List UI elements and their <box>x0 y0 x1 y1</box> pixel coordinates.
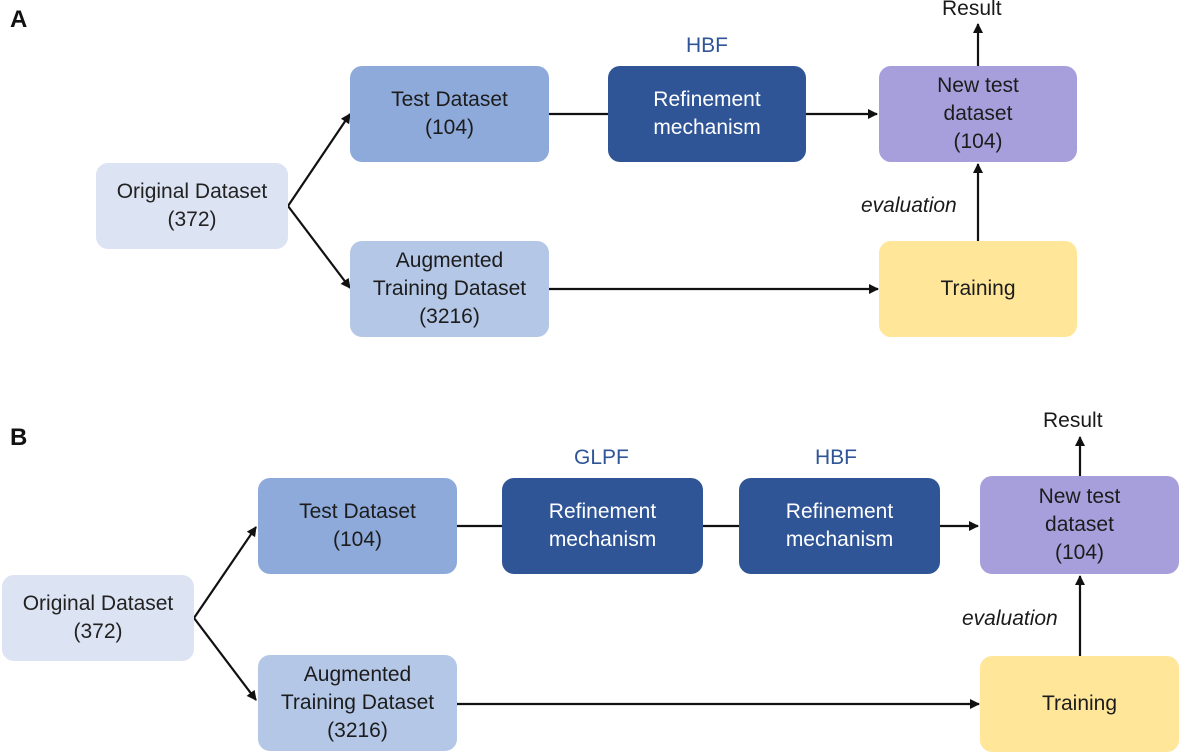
b-refinement2-node: Refinement mechanism <box>739 478 940 574</box>
b-evaluation-label: evaluation <box>962 607 1058 630</box>
a-training-label: Training <box>940 277 1016 300</box>
b-new-test-count: (104) <box>1054 541 1105 564</box>
a-result-label: Result <box>942 0 1002 20</box>
b-original-title: Original Dataset <box>22 592 174 615</box>
a-new-test-count: (104) <box>953 130 1003 153</box>
panel-b-label: B <box>10 424 28 451</box>
a-refinement-node: Refinement mechanism <box>608 66 806 162</box>
b-refinement1-line1: Refinement <box>548 500 657 523</box>
a-augmented-line1: Augmented <box>395 249 504 272</box>
a-new-test-line2: dataset <box>943 102 1013 125</box>
b-test-count: (104) <box>332 528 383 551</box>
a-original-title: Original Dataset <box>116 180 268 203</box>
b-training-label: Training <box>1041 692 1118 715</box>
b-new-test-line2: dataset <box>1045 513 1114 536</box>
a-test-title: Test Dataset <box>391 88 508 111</box>
a-refinement-method-label: HBF <box>686 34 728 57</box>
a-test-dataset-node: Test Dataset (104) <box>350 66 549 162</box>
b-test-title: Test Dataset <box>299 500 416 523</box>
b-result-label: Result <box>1043 409 1103 432</box>
a-original-dataset-node: Original Dataset (372) <box>96 163 288 249</box>
panel-a-label: A <box>10 6 28 33</box>
a-new-test-dataset-node: New test dataset (104) <box>879 66 1077 162</box>
a-training-node: Training <box>879 241 1077 337</box>
b-refinement2-method-label: HBF <box>815 446 857 469</box>
b-training-node: Training <box>980 656 1179 752</box>
a-augmented-count: (3216) <box>419 305 480 328</box>
b-test-dataset-node: Test Dataset (104) <box>258 478 457 574</box>
b-refinement1-method-label: GLPF <box>574 446 629 469</box>
b-augmented-count: (3216) <box>327 719 388 742</box>
arrow-b-orig-to-aug <box>193 617 257 701</box>
b-new-test-dataset-node: New test dataset (104) <box>980 476 1179 574</box>
b-original-dataset-node: Original Dataset (372) <box>2 575 194 661</box>
b-augmented-line2: Training Dataset <box>280 691 435 714</box>
a-evaluation-label: evaluation <box>861 194 957 217</box>
b-augmented-line1: Augmented <box>303 663 412 686</box>
arrow-b-orig-to-test <box>193 526 257 619</box>
a-augmented-dataset-node: Augmented Training Dataset (3216) <box>350 241 549 337</box>
b-refinement1-node: Refinement mechanism <box>502 478 703 574</box>
a-test-count: (104) <box>424 116 475 139</box>
a-augmented-line2: Training Dataset <box>372 277 527 300</box>
b-refinement2-line2: mechanism <box>785 528 894 551</box>
a-original-count: (372) <box>167 208 217 231</box>
a-refinement-line2: mechanism <box>653 116 761 139</box>
arrow-a-orig-to-aug <box>287 205 351 289</box>
b-augmented-dataset-node: Augmented Training Dataset (3216) <box>258 655 457 751</box>
b-refinement2-line1: Refinement <box>785 500 894 523</box>
a-refinement-line1: Refinement <box>653 88 761 111</box>
b-refinement1-line2: mechanism <box>548 528 657 551</box>
b-original-count: (372) <box>73 620 123 643</box>
a-new-test-line1: New test <box>937 74 1019 97</box>
arrow-a-orig-to-test <box>287 113 351 207</box>
b-new-test-line1: New test <box>1038 485 1121 508</box>
